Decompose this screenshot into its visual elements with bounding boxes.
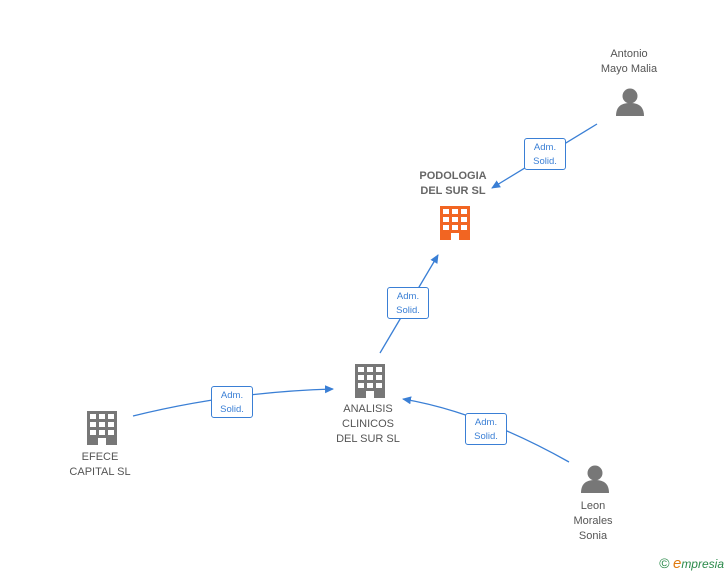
edge-label-line: Solid. [474, 431, 498, 442]
node-label-line: EFECE [81, 451, 119, 463]
node-label-line: CAPITAL SL [69, 466, 131, 478]
node-label-line: CLINICOS [342, 418, 394, 430]
empresia-watermark: © empresia [659, 555, 724, 572]
edge-label-line: Adm. [396, 291, 420, 302]
copyright-icon: © [659, 555, 670, 571]
edge-label-line: Adm. [533, 142, 557, 153]
building-icon-podologia[interactable] [440, 206, 470, 240]
edge-label-leon-analisis[interactable]: Adm. Solid. [465, 413, 507, 445]
node-label-line: PODOLOGIA [419, 170, 487, 182]
person-icon-antonio[interactable] [616, 88, 644, 117]
node-label-efece[interactable]: EFECE CAPITAL SL [69, 450, 130, 480]
node-label-line: DEL SUR SL [336, 433, 400, 445]
edge-label-antonio-podologia[interactable]: Adm. Solid. [524, 138, 566, 170]
edge-label-line: Solid. [220, 404, 244, 415]
node-label-podologia[interactable]: PODOLOGIA DEL SUR SL [419, 169, 486, 199]
node-label-line: Leon [580, 500, 606, 512]
building-icon-efece[interactable] [87, 411, 117, 445]
brand-logo-initial: e [672, 555, 682, 572]
brand-logo-text: mpresia [681, 557, 724, 571]
node-label-antonio[interactable]: Antonio Mayo Malia [601, 47, 657, 77]
node-label-line: Sonia [578, 530, 608, 542]
node-label-line: ANALISIS [343, 403, 393, 415]
node-label-line: Morales [573, 515, 613, 527]
node-label-leon[interactable]: Leon Morales Sonia [573, 499, 612, 544]
building-icon-analisis[interactable] [355, 364, 385, 398]
edge-label-line: Adm. [220, 390, 244, 401]
edge-label-line: Adm. [474, 417, 498, 428]
edge-label-efece-analisis[interactable]: Adm. Solid. [211, 386, 253, 418]
edge-label-line: Solid. [396, 305, 420, 316]
node-label-line: Antonio [610, 48, 648, 60]
edge-label-line: Solid. [533, 156, 557, 167]
person-icon-leon[interactable] [581, 465, 609, 494]
node-label-analisis[interactable]: ANALISIS CLINICOS DEL SUR SL [336, 402, 400, 447]
edge-label-analisis-podologia[interactable]: Adm. Solid. [387, 287, 429, 319]
node-label-line: DEL SUR SL [420, 185, 486, 197]
node-label-line: Mayo Malia [600, 63, 658, 75]
